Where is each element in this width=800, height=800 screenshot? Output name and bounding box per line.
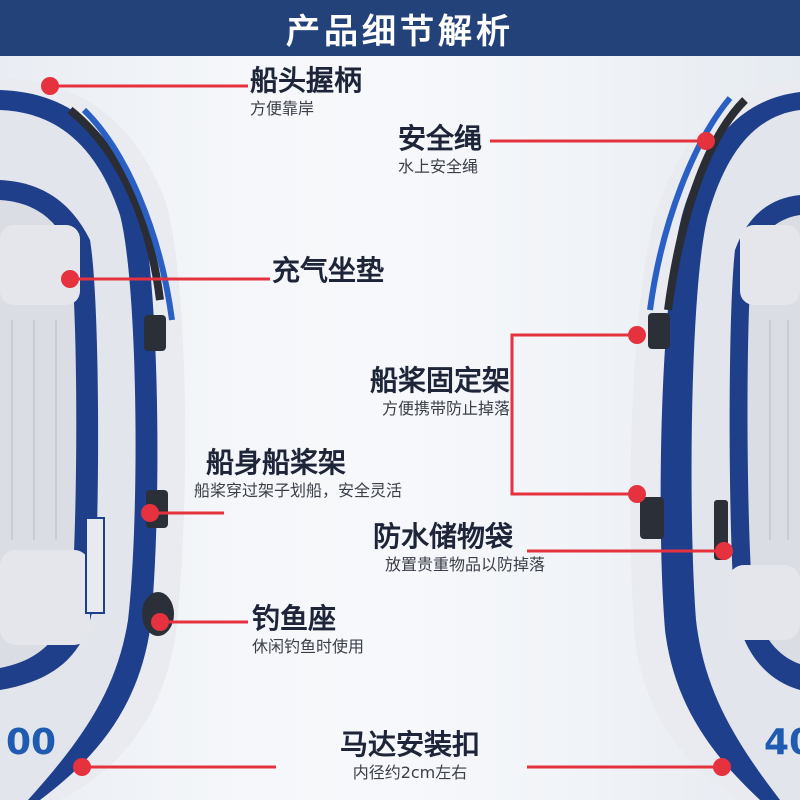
anchor-dots [41,77,733,776]
callout-waterproof-bag: 防水储物袋 放置贵重物品以防掉落 [340,520,545,576]
dot-oar-mount-bottom [628,485,646,503]
callout-title: 船身船桨架 [206,446,347,479]
left-front-seat [0,550,90,645]
right-boat [630,78,800,800]
dot-motor-mount-left [73,758,91,776]
right-front-seat [728,565,800,640]
callout-title: 安全绳 [398,122,483,155]
left-boat [0,78,186,800]
callout-subtitle: 放置贵重物品以防掉落 [384,555,545,574]
dot-inflatable-seat [61,270,79,288]
right-rear-seat [740,225,800,305]
dot-hull-oar-rack [141,504,159,522]
callout-fishing-seat: 钓鱼座 休闲钓鱼时使用 [252,602,364,658]
dot-fishing-seat [151,613,169,631]
leader-lines [48,84,724,769]
dot-motor-mount-right [713,758,731,776]
header-bar: 产品细节解析 [0,0,800,56]
callout-subtitle: 内径约2cm左右 [352,763,468,782]
callout-oar-mount: 船桨固定架 方便携带防止掉落 [352,364,510,420]
callout-title: 钓鱼座 [252,602,337,635]
callout-motor-mount: 马达安装扣 内径约2cm左右 [300,728,520,784]
left-boat-model-label: 00 [6,722,57,763]
callout-subtitle: 船桨穿过架子划船，安全灵活 [194,481,403,500]
callout-bow-handle: 船头握柄 方便靠岸 [250,64,362,120]
callout-subtitle: 方便靠岸 [250,99,315,118]
callout-title: 马达安装扣 [339,728,480,761]
left-oar-mount-hardware [144,315,166,351]
right-oar-rack-hardware [640,497,664,539]
dot-bow-handle [41,77,59,95]
callout-title: 船头握柄 [250,64,363,97]
dot-waterproof-bag [715,542,733,560]
callout-subtitle: 方便携带防止掉落 [381,399,510,418]
callout-title: 充气坐垫 [272,254,385,287]
right-oar-mount-hardware [648,313,670,349]
callout-hull-oar-rack: 船身船桨架 船桨穿过架子划船，安全灵活 [194,446,402,502]
callout-safety-rope: 安全绳 水上安全绳 [398,122,482,178]
dot-safety-rope [697,132,715,150]
callout-subtitle: 水上安全绳 [398,157,479,176]
page-title: 产品细节解析 [286,11,514,52]
callout-title: 防水储物袋 [372,520,513,553]
left-rear-seat [0,225,80,305]
dot-oar-mount-top [628,326,646,344]
callout-subtitle: 休闲钓鱼时使用 [252,637,365,656]
right-boat-model-label: 40 [764,722,800,763]
callout-title: 船桨固定架 [369,364,510,397]
callout-inflatable-seat: 充气坐垫 [272,254,384,288]
